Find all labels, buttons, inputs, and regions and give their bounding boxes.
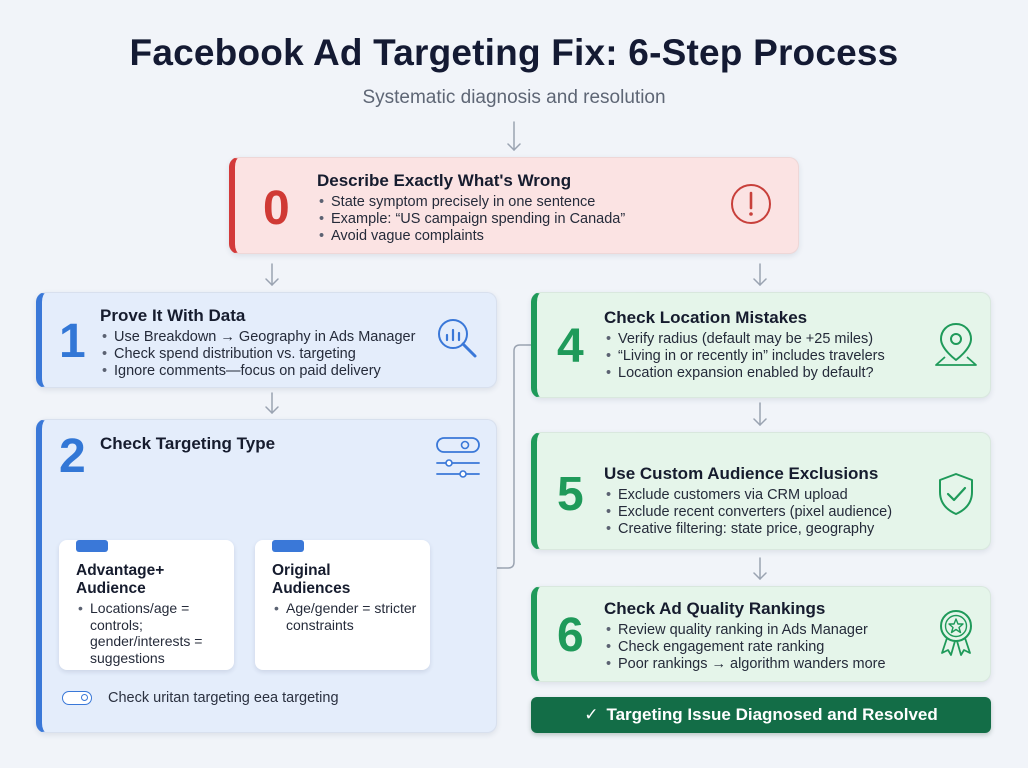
step-title: Check Targeting Type: [100, 434, 276, 453]
settings-sliders-icon: [436, 437, 480, 478]
bullet-item: Avoid vague complaints: [317, 228, 625, 245]
step-title: Describe Exactly What's Wrong: [317, 171, 572, 190]
map-pin-icon: [935, 323, 977, 366]
bullet-item: Exclude recent converters (pixel audienc…: [604, 504, 892, 521]
bullet-item: Check spend distribution vs. targeting: [100, 346, 415, 363]
option-card-original-audiences: Original Audiences Age/gender = stricter…: [255, 540, 430, 670]
link-step2-to-step4: [496, 344, 532, 569]
step-title: Check Ad Quality Rankings: [604, 599, 826, 618]
bullet-item: Verify radius (default may be +25 miles): [604, 331, 885, 348]
step-bullets: Exclude customers via CRM upload Exclude…: [604, 487, 892, 538]
magnifier-chart-icon: [438, 319, 477, 358]
footnote-text: Check uritan targeting eea targeting: [108, 690, 339, 706]
step-number: 1: [59, 315, 86, 368]
bullet-item: Locations/age = controls; gender/interes…: [76, 600, 226, 666]
bullet-item: Location expansion enabled by default?: [604, 365, 885, 382]
step-4-card: 4 Check Location Mistakes Verify radius …: [531, 292, 991, 398]
bullet-item: Ignore comments—focus on paid delivery: [100, 363, 415, 380]
bullet-item: State symptom precisely in one sentence: [317, 194, 625, 211]
step-number: 0: [263, 182, 290, 235]
check-icon: ✓: [584, 705, 599, 724]
bullet-item: Exclude customers via CRM upload: [604, 487, 892, 504]
arrow-step1-to-step2: [265, 392, 279, 414]
step-title: Check Location Mistakes: [604, 308, 808, 327]
step-2-card: 2 Check Targeting Type Advantage+ Audien…: [36, 419, 497, 733]
result-label: Targeting Issue Diagnosed and Resolved: [606, 705, 938, 724]
shield-check-icon: [939, 473, 973, 515]
arrow-step0-to-step1: [265, 263, 279, 286]
alert-circle-icon: [731, 184, 771, 224]
targeting-footnote: Check uritan targeting eea targeting: [62, 690, 339, 706]
step-number: 5: [557, 468, 584, 521]
step-title: Prove It With Data: [100, 306, 246, 325]
option-title: Original Audiences: [272, 562, 351, 597]
award-badge-icon: [940, 610, 972, 656]
option-title: Advantage+ Audience: [76, 562, 165, 597]
step-5-card: 5 Use Custom Audience Exclusions Exclude…: [531, 432, 991, 550]
step-bullets: Verify radius (default may be +25 miles)…: [604, 331, 885, 382]
toggle-icon: [62, 691, 92, 705]
step-title: Use Custom Audience Exclusions: [604, 464, 879, 483]
bullet-item: Poor rankings → algorithm wanders more: [604, 656, 886, 673]
bullet-item: Creative filtering: state price, geograp…: [604, 521, 892, 538]
step-bullets: State symptom precisely in one sentence …: [317, 194, 625, 245]
option-bullets: Locations/age = controls; gender/interes…: [76, 600, 226, 666]
result-banner: ✓ Targeting Issue Diagnosed and Resolved: [531, 697, 991, 733]
option-tab: [76, 540, 108, 552]
option-card-advantage-plus: Advantage+ Audience Locations/age = cont…: [59, 540, 234, 670]
step-bullets: Review quality ranking in Ads Manager Ch…: [604, 622, 886, 673]
page-subtitle: Systematic diagnosis and resolution: [362, 87, 666, 108]
bullet-item: “Living in or recently in” includes trav…: [604, 348, 885, 365]
option-bullets: Age/gender = stricter constraints: [272, 600, 422, 633]
step-0-card: 0 Describe Exactly What's Wrong State sy…: [229, 157, 799, 254]
step-number: 2: [59, 430, 86, 483]
page-title: Facebook Ad Targeting Fix: 6-Step Proces…: [129, 32, 899, 73]
bullet-item: Use Breakdown → Geography in Ads Manager: [100, 329, 415, 346]
bullet-item: Example: “US campaign spending in Canada…: [317, 211, 625, 228]
option-tab: [272, 540, 304, 552]
step-number: 4: [557, 320, 584, 373]
step-bullets: Use Breakdown → Geography in Ads Manager…: [100, 329, 415, 380]
arrow-step0-to-step4: [753, 263, 767, 286]
step-6-card: 6 Check Ad Quality Rankings Review quali…: [531, 586, 991, 682]
arrow-subtitle-to-step0: [507, 121, 521, 151]
arrow-step5-to-step6: [753, 557, 767, 580]
arrow-step4-to-step5: [753, 402, 767, 426]
bullet-item: Check engagement rate ranking: [604, 639, 886, 656]
step-number: 6: [557, 609, 584, 662]
bullet-item: Review quality ranking in Ads Manager: [604, 622, 886, 639]
bullet-item: Age/gender = stricter constraints: [272, 600, 422, 633]
step-1-card: 1 Prove It With Data Use Breakdown → Geo…: [36, 292, 497, 388]
